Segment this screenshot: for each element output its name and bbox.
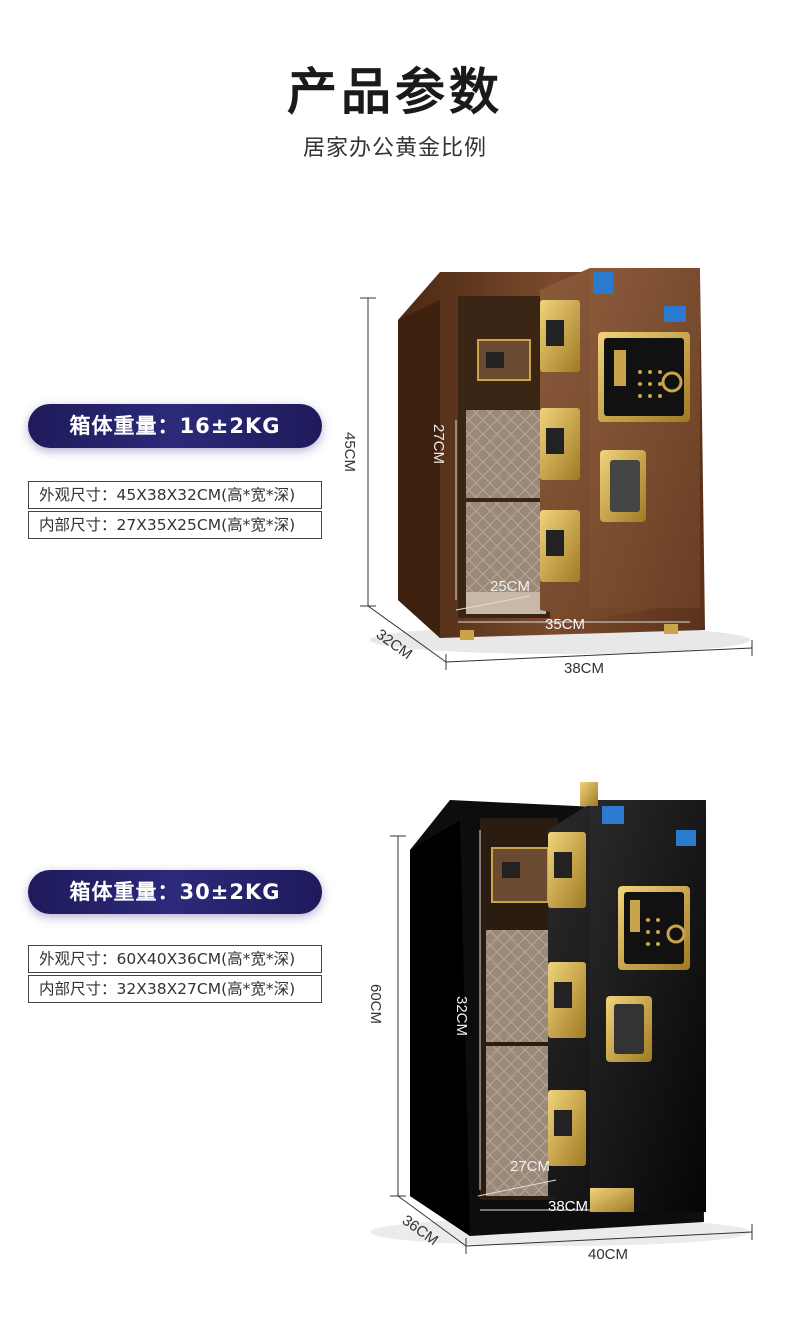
weight-badge-1: 箱体重量：16±2KG: [28, 404, 322, 448]
dim-width-1: 38CM: [564, 660, 605, 677]
page-title: 产品参数: [287, 63, 503, 121]
weight-badge-2: 箱体重量：30±2KG: [28, 870, 322, 914]
dim-inner-width-2: 38CM: [548, 1198, 589, 1215]
inner-spec-1: 内部尺寸：27X35X25CM(高*宽*深): [28, 511, 322, 539]
outer-spec-1: 外观尺寸：45X38X32CM(高*宽*深): [28, 481, 322, 509]
dim-inner-depth-1: 25CM: [490, 578, 531, 595]
outer-spec-2: 外观尺寸：60X40X36CM(高*宽*深): [28, 945, 322, 973]
dim-inner-depth-2: 27CM: [510, 1158, 551, 1175]
inner-spec-2: 内部尺寸：32X38X27CM(高*宽*深): [28, 975, 322, 1003]
dim-inner-height-2: 32CM: [453, 996, 470, 1037]
dim-inner-width-1: 35CM: [545, 616, 586, 633]
dim-inner-height-1: 27CM: [430, 424, 447, 465]
dim-width-2: 40CM: [588, 1246, 629, 1263]
page-subtitle: 居家办公黄金比例: [302, 136, 487, 161]
dim-height-1: 45CM: [341, 432, 358, 473]
dim-height-2: 60CM: [367, 984, 384, 1025]
